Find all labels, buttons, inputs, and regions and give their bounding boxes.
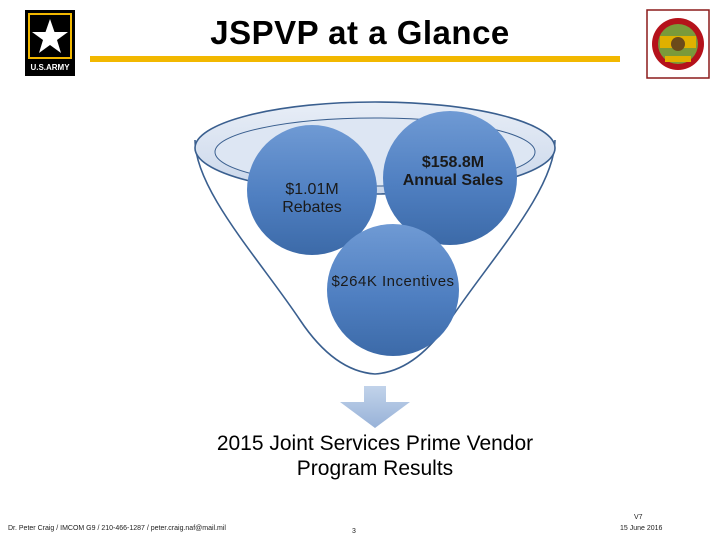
army-logo: U.S.ARMY	[25, 10, 75, 76]
funnel-outline	[194, 139, 556, 375]
footer-page-number: 3	[352, 528, 356, 535]
star-icon	[32, 19, 68, 53]
sales-circle	[383, 111, 517, 245]
incentives-label: $264K Incentives	[331, 273, 455, 290]
footer-date: 15 June 2016	[620, 525, 663, 532]
slide-title: JSPVP at a Glance	[210, 14, 510, 51]
footer-contact: Dr. Peter Craig / IMCOM G9 / 210-466-128…	[8, 525, 226, 532]
footer-version: V7	[634, 514, 643, 521]
rebates-circle	[247, 125, 377, 255]
army-logo-text: U.S.ARMY	[30, 63, 70, 72]
down-arrow	[340, 386, 410, 428]
incentives-circle	[327, 224, 459, 356]
sales-label: $158.8M Annual Sales	[402, 154, 504, 189]
title-underline	[90, 56, 620, 62]
rebates-label: $1.01M Rebates	[282, 181, 342, 216]
results-caption: 2015 Joint Services Prime Vendor Program…	[216, 432, 534, 480]
imcom-seal-logo	[645, 8, 711, 80]
